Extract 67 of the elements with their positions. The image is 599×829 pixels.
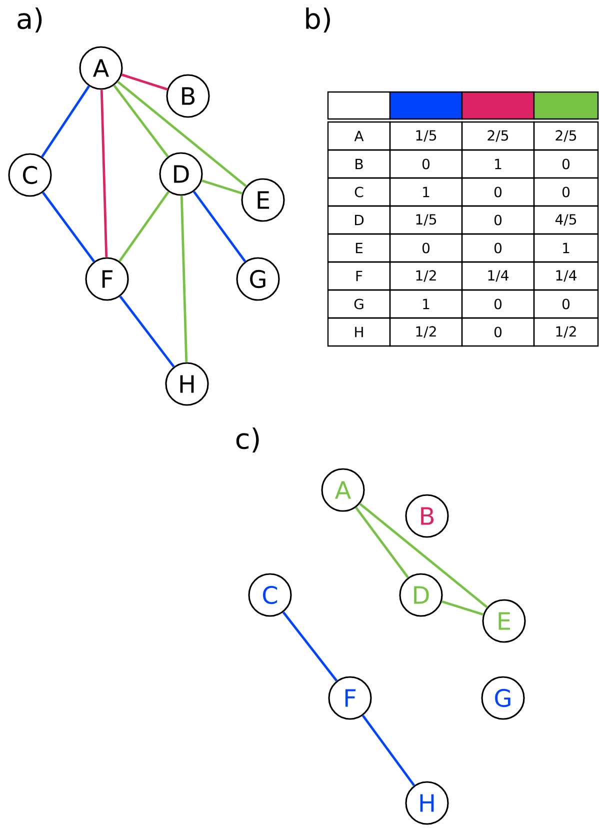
graph-node: G: [481, 676, 525, 720]
edge-line: [100, 90, 108, 258]
graph-node: E: [241, 178, 285, 222]
table-cell: 1/2: [389, 317, 463, 347]
row-label-cell: H: [327, 317, 391, 347]
table-cell: 1/4: [461, 261, 535, 291]
edge-line: [359, 502, 488, 608]
edge-line: [113, 84, 169, 158]
graph-node: E: [482, 599, 526, 643]
table-cell: 1: [533, 233, 599, 263]
table-cell: 1: [389, 289, 463, 319]
row-label-cell: G: [327, 289, 391, 319]
graph-node: F: [328, 676, 372, 720]
table-cell: 0: [533, 149, 599, 179]
edge-line: [41, 86, 90, 158]
table-cell: 2/5: [461, 121, 535, 151]
graph-node: C: [8, 153, 52, 197]
table-cell: 0: [461, 317, 535, 347]
row-label-cell: A: [327, 121, 391, 151]
graph-node: G: [236, 257, 280, 301]
edge-line: [42, 192, 95, 262]
edge-line: [201, 179, 243, 195]
row-label-cell: D: [327, 205, 391, 235]
edge-line: [180, 196, 188, 362]
edge-line: [282, 611, 338, 682]
table-cell: 0: [533, 177, 599, 207]
edge-line: [355, 506, 409, 578]
table-cell: 4/5: [533, 205, 599, 235]
panel-label: c): [236, 428, 259, 452]
row-label-cell: C: [327, 177, 391, 207]
graph-node: B: [166, 74, 210, 118]
table-cell: 1/5: [389, 121, 463, 151]
edge-line: [441, 600, 484, 616]
panel-label: b): [306, 8, 330, 32]
table-cell: 1/2: [389, 261, 463, 291]
graph-node: D: [399, 573, 443, 617]
graph-node: D: [159, 152, 203, 196]
table-cell: 2/5: [533, 121, 599, 151]
graph-node: H: [405, 781, 449, 825]
table-cell: 0: [461, 289, 535, 319]
table-cell: 1: [389, 177, 463, 207]
edge-line: [121, 74, 168, 90]
table-cell: 0: [461, 233, 535, 263]
panel-label: a): [18, 8, 42, 32]
table-cell: 1/2: [533, 317, 599, 347]
table-cell: 1: [461, 149, 535, 179]
edge-line: [118, 191, 170, 262]
table-cell: 0: [389, 149, 463, 179]
edge-line: [362, 714, 416, 786]
table-cell: 1/4: [533, 261, 599, 291]
graph-node: C: [248, 573, 292, 617]
row-label-cell: F: [327, 261, 391, 291]
graph-node: H: [165, 362, 209, 406]
edge-line: [119, 296, 175, 368]
graph-node: A: [321, 468, 365, 512]
table-cell: 0: [461, 177, 535, 207]
table-cell: 0: [533, 289, 599, 319]
graph-node: A: [79, 46, 123, 90]
table-cell: 0: [389, 233, 463, 263]
graph-node: F: [85, 257, 129, 301]
row-label-cell: E: [327, 233, 391, 263]
graph-node: B: [405, 494, 449, 538]
table-cell: 1/5: [389, 205, 463, 235]
edge-line: [117, 80, 247, 188]
edge-line: [192, 190, 246, 262]
table-cell: 0: [461, 205, 535, 235]
row-label-cell: B: [327, 149, 391, 179]
